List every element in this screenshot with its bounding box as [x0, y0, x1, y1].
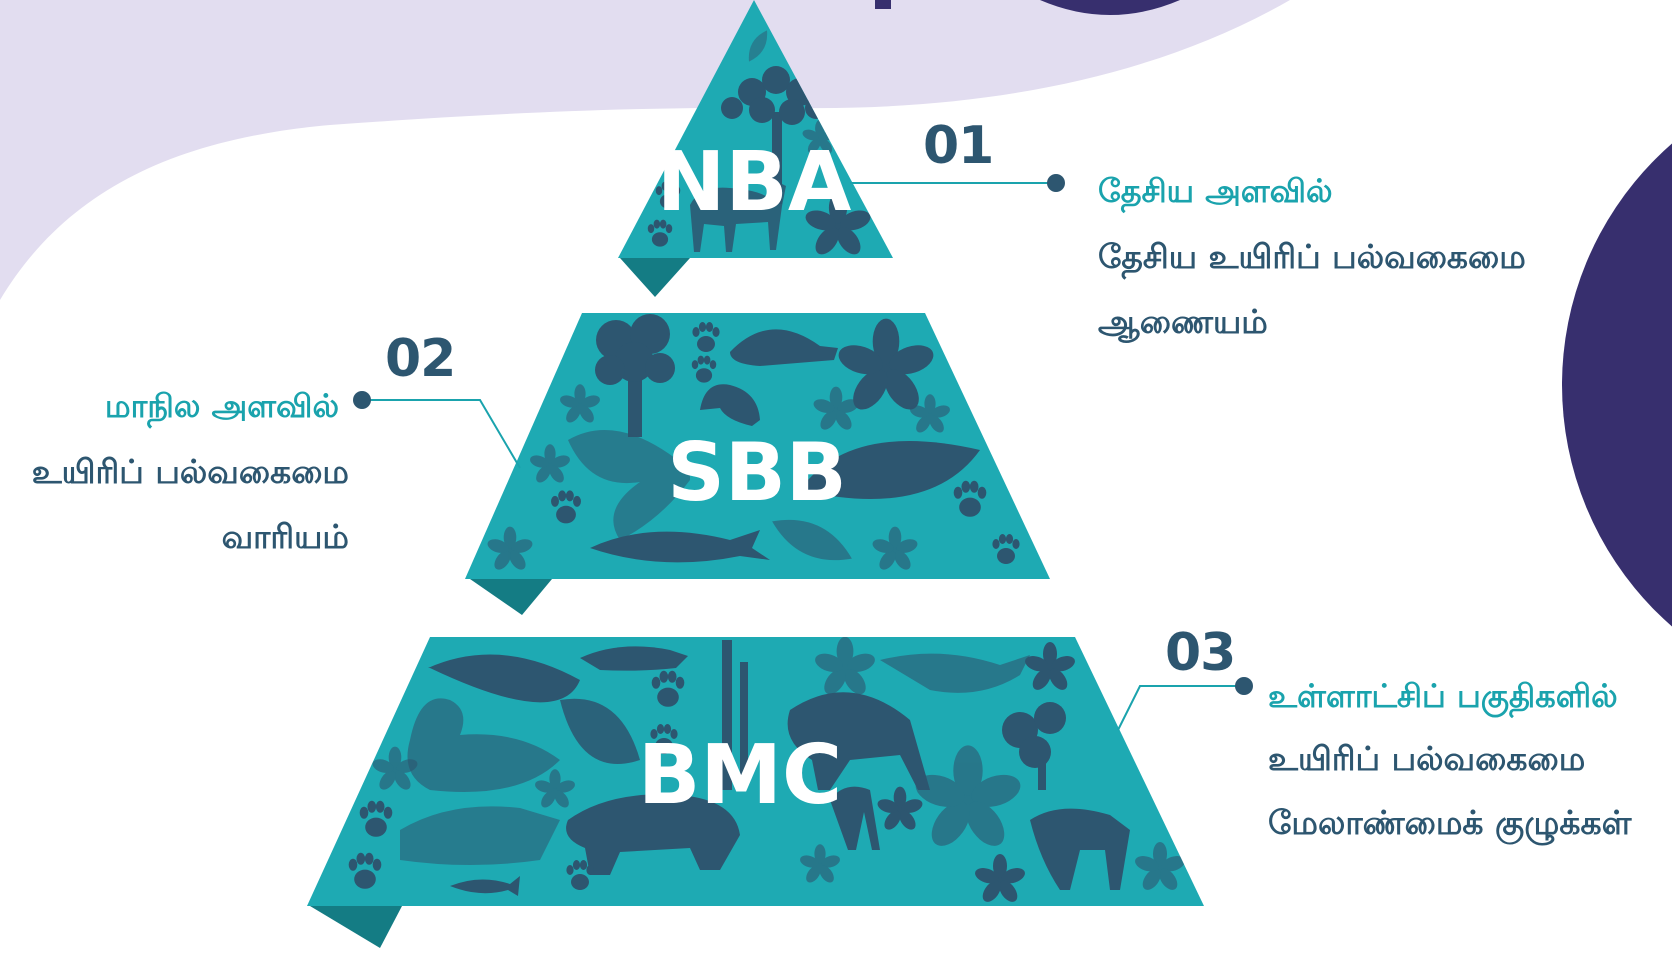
tier-sbb-name-line-2: வாரியம்: [221, 517, 349, 556]
tier-bmc-dot: [1235, 677, 1253, 695]
tier-sbb-name-line-1: உயிரிப் பல்வகைமை: [31, 452, 349, 491]
tier-sbb: SBB: [465, 313, 1050, 615]
tier-bmc-number: 03: [1165, 623, 1236, 683]
background-blob: [0, 0, 1290, 300]
tier-nba-fold: [620, 258, 690, 297]
tier-nba: NBA: [618, 0, 893, 297]
tier-sbb-number: 02: [385, 329, 456, 389]
tier-bmc-name-line-2: மேலாண்மைக் குழுக்கள்: [1268, 803, 1632, 842]
tier-bmc: BMC: [307, 637, 1204, 948]
tier-bmc-level: உள்ளாட்சிப் பகுதிகளில்: [1268, 677, 1618, 715]
tier-bmc-fold: [310, 906, 402, 948]
tier-nba-number: 01: [923, 116, 994, 176]
tier-sbb-dot: [353, 391, 371, 409]
top-navy-tick: [875, 0, 891, 9]
tier-bmc-connector: [1117, 685, 1244, 731]
tier-sbb-level: மாநில அளவில்: [104, 387, 339, 425]
tier-sbb-abbr: SBB: [667, 426, 847, 519]
tier-nba-abbr: NBA: [657, 135, 852, 230]
tier-nba-shape: [618, 0, 893, 258]
tier-nba-name-line-1: தேசிய உயிரிப் பல்வகைமை: [1098, 237, 1526, 276]
tier-sbb-silhouettes: [485, 314, 1020, 573]
navy-circle: [1562, 143, 1672, 627]
top-navy-arc: [1040, 0, 1180, 15]
tier-nba-dot: [1047, 174, 1065, 192]
tier-nba-level: தேசிய அளவில்: [1098, 172, 1333, 210]
tier-nba-name-line-2: ஆணையம்: [1098, 302, 1268, 341]
tier-bmc-silhouettes: [348, 637, 1187, 906]
tier-sbb-connector: [362, 399, 521, 469]
tier-bmc-name-line-1: உயிரிப் பல்வகைமை: [1268, 739, 1586, 778]
tier-sbb-fold: [470, 579, 552, 615]
tier-bmc-abbr: BMC: [638, 728, 842, 823]
